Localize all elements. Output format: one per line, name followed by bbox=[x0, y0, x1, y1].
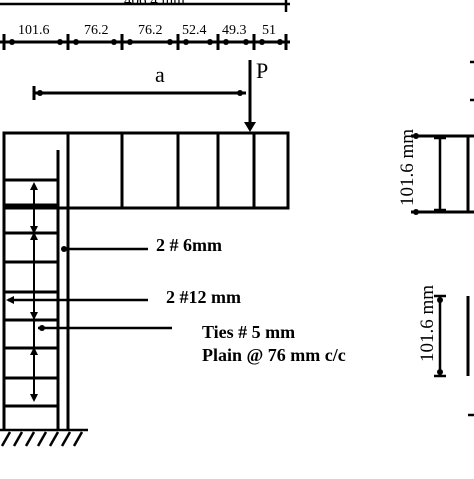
callout-ties: Ties # 5 mm Plain @ 76 mm c/c bbox=[38, 322, 346, 365]
section-upper-height-label: 101.6 mm bbox=[397, 129, 418, 206]
callout-main-bars: 2 #12 mm bbox=[6, 287, 241, 307]
segment-label-6: 51 bbox=[262, 23, 276, 38]
segment-label-1: 101.6 bbox=[18, 23, 50, 38]
load-annotation: a P bbox=[32, 58, 268, 132]
section-lower: 101.6 mm bbox=[417, 285, 470, 378]
callout-top-bars: 2 # 6mm bbox=[61, 235, 222, 255]
load-p-label: P bbox=[256, 58, 268, 83]
callout-ties-line2: Plain @ 76 mm c/c bbox=[202, 345, 346, 365]
segment-label-3: 76.2 bbox=[138, 23, 163, 38]
segment-label-4: 52.4 bbox=[182, 23, 207, 38]
overall-dimension-label: 406.4 mm bbox=[124, 0, 185, 9]
section-lower-height-label: 101.6 mm bbox=[417, 285, 438, 362]
callout-top-bars-label: 2 # 6mm bbox=[156, 235, 222, 255]
segment-label-2: 76.2 bbox=[84, 23, 109, 38]
section-upper: 101.6 mm bbox=[397, 129, 474, 215]
callout-ties-line1: Ties # 5 mm bbox=[202, 322, 295, 342]
segment-label-5: 49.3 bbox=[222, 23, 247, 38]
callout-main-bars-label: 2 #12 mm bbox=[166, 287, 241, 307]
beam bbox=[2, 131, 290, 210]
fixed-support bbox=[0, 428, 88, 447]
overall-dimension: 406.4 mm bbox=[0, 0, 290, 12]
column-ties bbox=[4, 178, 58, 408]
distance-a-label: a bbox=[155, 62, 165, 87]
section-cut-marks bbox=[468, 60, 474, 417]
segment-dimension-line: 101.6 76.2 76.2 52.4 49.3 51 bbox=[0, 23, 290, 50]
column bbox=[0, 133, 88, 447]
